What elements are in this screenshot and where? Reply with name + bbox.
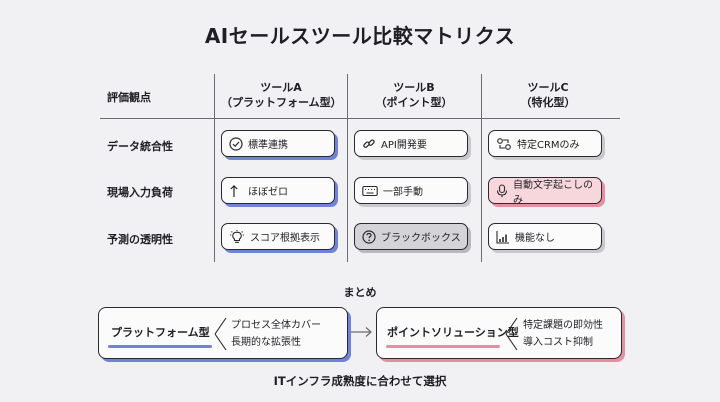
cell-text: ほぼゼロ (248, 187, 288, 198)
grid-line-header (100, 118, 620, 119)
cell-text: 標準連携 (248, 140, 288, 151)
summary-box-platform: プラットフォーム型 プロセス全体カバー 長期的な拡張性 (98, 307, 348, 359)
cell-b-data-integration: API開発要 (354, 130, 468, 157)
column-name: ツールB (393, 81, 435, 94)
summary-title-point-solution: ポイントソリューション型 (387, 326, 519, 339)
row-label-data-integration: データ統合性 (107, 140, 173, 153)
criteria-header: 評価観点 (107, 91, 151, 104)
cell-text: スコア根拠表示 (250, 233, 320, 244)
summary-label: まとめ (343, 286, 377, 299)
row-label-input-load: 現場入力負荷 (107, 186, 173, 199)
summary-notes-point-solution: 特定課題の即効性 導入コスト抑制 (523, 317, 603, 351)
cell-text: ブラックボックス (381, 233, 461, 244)
bar-chart-icon (496, 230, 509, 244)
column-sub: （プラットフォーム型） (221, 96, 342, 109)
row-label-transparency: 予測の透明性 (107, 233, 173, 246)
summary-notes-platform: プロセス全体カバー 長期的な拡張性 (231, 317, 321, 351)
cell-b-input-load: 一部手動 (354, 177, 468, 204)
cell-c-input-load: 自動文字起こしのみ (488, 177, 602, 206)
column-header-tool-b: ツールB （ポイント型） (354, 80, 474, 110)
grid-line-col-2 (347, 74, 348, 262)
cell-text: 自動文字起こしのみ (513, 179, 593, 206)
summary-note: 長期的な拡張性 (231, 337, 301, 348)
column-name: ツールC (527, 81, 569, 94)
cell-b-transparency: ブラックボックス (354, 223, 468, 250)
cell-text: 特定CRMのみ (517, 140, 580, 151)
cell-a-input-load: ほぼゼロ (221, 177, 335, 204)
summary-underline-point-solution (386, 345, 500, 348)
summary-note: プロセス全体カバー (231, 320, 321, 331)
page-title: AIセールスツール比較マトリクス (204, 24, 516, 48)
column-header-tool-a: ツールA （プラットフォーム型） (221, 80, 342, 110)
check-circle-icon (229, 136, 243, 151)
cell-text: 機能なし (515, 233, 555, 244)
summary-title-platform: プラットフォーム型 (111, 326, 210, 339)
column-sub: （特化型） (520, 96, 576, 109)
cell-text: 一部手動 (383, 187, 423, 198)
bracket-icon (505, 317, 518, 351)
column-header-tool-c: ツールC （特化型） (488, 80, 608, 110)
question-circle-icon (362, 229, 376, 244)
microphone-icon (496, 183, 508, 197)
arrow-right-icon (351, 327, 372, 337)
summary-box-point-solution: ポイントソリューション型 特定課題の即効性 導入コスト抑制 (376, 307, 622, 359)
grid-line-col-3 (481, 74, 482, 262)
sync-icon (497, 137, 511, 150)
column-sub: （ポイント型） (375, 96, 453, 109)
cell-text: API開発要 (381, 140, 427, 151)
cell-c-transparency: 機能なし (488, 223, 602, 250)
summary-underline-platform (108, 345, 212, 348)
conclusion-text: ITインフラ成熟度に合わせて選択 (273, 374, 447, 388)
summary-note: 導入コスト抑制 (523, 337, 593, 348)
keyboard-icon (362, 185, 378, 196)
cell-c-data-integration: 特定CRMのみ (488, 130, 602, 157)
column-name: ツールA (260, 81, 302, 94)
link-icon (363, 138, 375, 148)
lightbulb-icon (230, 229, 244, 243)
cell-a-transparency: スコア根拠表示 (221, 223, 335, 250)
cell-a-data-integration: 標準連携 (221, 130, 335, 157)
bracket-icon (214, 317, 227, 351)
grid-line-col-1 (214, 74, 215, 262)
arrow-up-icon (230, 184, 238, 197)
summary-note: 特定課題の即効性 (523, 320, 603, 331)
